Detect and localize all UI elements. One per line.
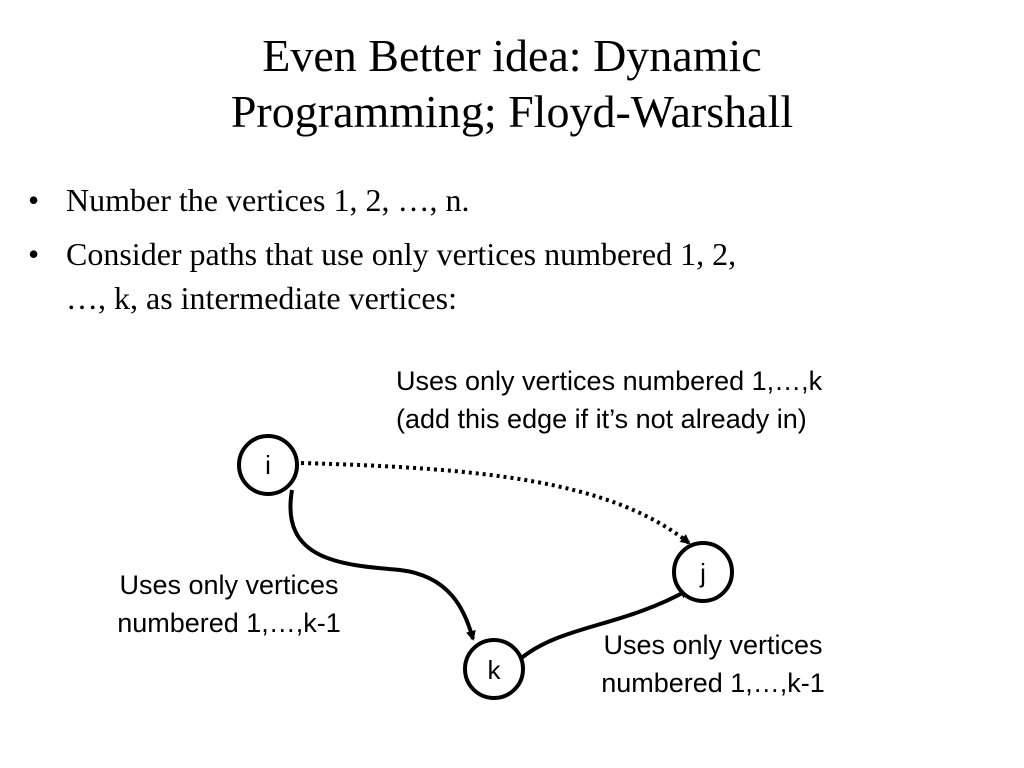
edge-k-to-j [517, 588, 690, 662]
annotation-i-to-k: Uses only vertices numbered 1,…,k-1 [74, 566, 384, 642]
title-line-2: Programming; Floyd-Warshall [230, 86, 794, 137]
node-j: j [672, 541, 734, 603]
annotation-line: numbered 1,…,k-1 [117, 608, 341, 638]
slide-title: Even Better idea: Dynamic Programming; F… [0, 28, 1024, 140]
bullet-text: Number the vertices 1, 2, …, n. [66, 182, 470, 218]
node-j-label: j [699, 558, 706, 588]
bullet-marker: • [28, 236, 40, 272]
node-i-label: i [265, 450, 271, 480]
annotation-dotted-edge: Uses only vertices numbered 1,…,k (add t… [396, 362, 822, 438]
edge-i-to-j [300, 461, 691, 545]
bullet-item: • Number the vertices 1, 2, …, n. [28, 178, 948, 222]
annotation-line: numbered 1,…,k-1 [601, 668, 825, 698]
annotation-line: (add this edge if it’s not already in) [396, 404, 807, 434]
title-line-1: Even Better idea: Dynamic [262, 30, 762, 81]
annotation-line: Uses only vertices [119, 570, 339, 600]
node-i: i [237, 434, 299, 496]
annotation-line: Uses only vertices [603, 630, 823, 660]
bullet-item: • Consider paths that use only vertices … [28, 232, 948, 320]
bullet-text: …, k, as intermediate vertices: [66, 280, 457, 316]
node-k-label: k [488, 655, 502, 685]
bullet-text: Consider paths that use only vertices nu… [66, 236, 737, 272]
annotation-line: Uses only vertices numbered 1,…,k [396, 366, 823, 396]
bullet-list: • Number the vertices 1, 2, …, n. • Cons… [28, 178, 948, 330]
edge-i-to-k [288, 489, 476, 641]
node-k: k [463, 638, 525, 700]
annotation-k-to-j: Uses only vertices numbered 1,…,k-1 [558, 626, 868, 702]
bullet-marker: • [28, 182, 40, 218]
